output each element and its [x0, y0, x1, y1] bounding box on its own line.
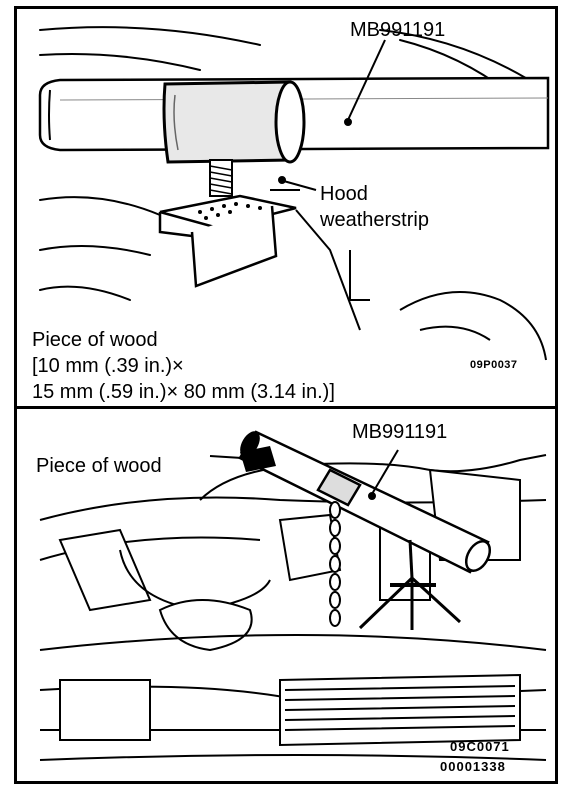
tool-label-bottom: MB991191: [352, 421, 448, 443]
panel-divider: [14, 406, 558, 409]
reference-number: 00001338: [440, 759, 506, 774]
tool-collar: [162, 80, 306, 164]
hood-label-line2: weatherstrip: [320, 209, 429, 231]
grille: [279, 673, 521, 747]
figure-code-top: 09P0037: [470, 359, 518, 371]
threaded-screw: [209, 159, 233, 197]
wood-label-line2: [10 mm (.39 in.)×: [32, 355, 184, 377]
chain: [329, 501, 341, 627]
support-stand: [358, 539, 462, 630]
wood-label-bottom: Piece of wood: [36, 455, 162, 477]
leader-lines: [368, 449, 399, 500]
tool-bracket: [158, 194, 297, 288]
wood-label-line1: Piece of wood: [32, 329, 158, 351]
hood-label-line1: Hood: [320, 183, 368, 205]
figure-code-bottom: 09C0071: [450, 739, 510, 754]
figure-frame: [14, 6, 558, 784]
wood-block: [209, 446, 276, 472]
wood-label-line3: 15 mm (.59 in.)× 80 mm (3.14 in.)]: [32, 381, 335, 403]
hood-edge-line: [39, 26, 261, 46]
hood-contour-line: [39, 53, 201, 71]
body-contour-line: [39, 245, 151, 256]
body-contour-line: [39, 196, 161, 216]
leader-lines: [278, 39, 386, 191]
body-contour-line: [39, 285, 131, 301]
top-panel-drawing: [38, 26, 550, 361]
tool-label-top: MB991191: [350, 19, 446, 41]
